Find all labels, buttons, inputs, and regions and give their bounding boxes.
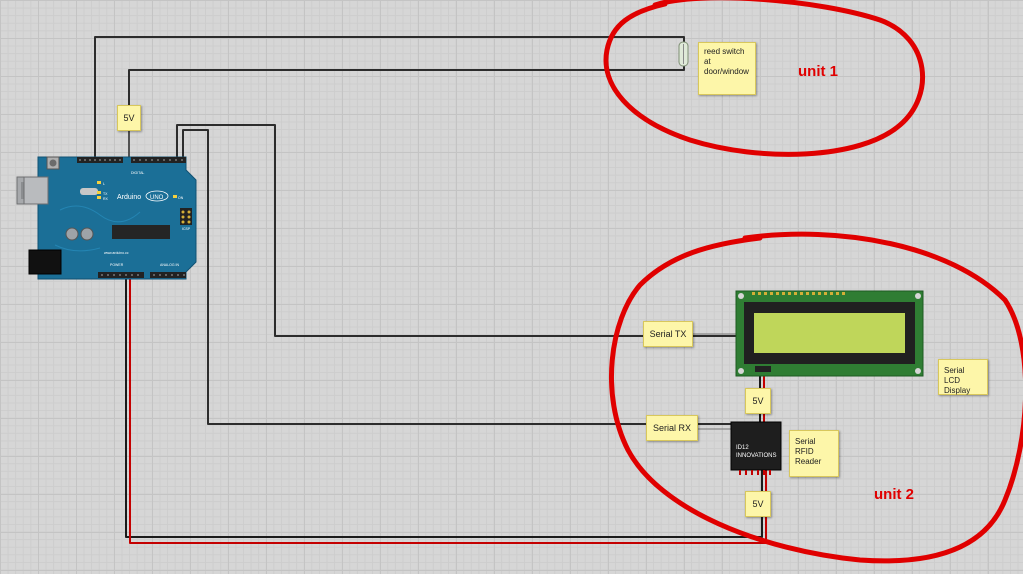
annotation-circles <box>603 0 1023 564</box>
reed-wire-a[interactable] <box>94 36 685 158</box>
crystal <box>80 188 98 195</box>
icsp-label: ICSP <box>182 227 191 231</box>
serial-rx-wire[interactable] <box>182 129 733 425</box>
rfid-reader-note[interactable]: Serial RFID Reader <box>789 430 839 477</box>
arduino-board <box>37 156 197 280</box>
tx-led-label: TX <box>103 192 108 196</box>
serial-rx-note[interactable]: Serial RX <box>646 415 698 441</box>
analog-label: ANALOG IN <box>160 263 180 267</box>
top-5v-note[interactable]: 5V <box>117 105 141 131</box>
vcc-wire[interactable] <box>129 272 767 544</box>
bottom-5v-note[interactable]: 5V <box>745 491 771 517</box>
rfid-pins <box>739 470 771 475</box>
rfid-reader[interactable]: ID12 INNOVATIONS <box>730 421 782 475</box>
lcd-mount-hole-2 <box>915 293 921 299</box>
power-label: POWER <box>110 263 124 267</box>
icsp-pin-3 <box>181 215 185 219</box>
board-trace-2 <box>54 244 101 252</box>
analog-header <box>150 272 186 278</box>
arduino-brand-text: Arduino <box>117 194 141 201</box>
uno-badge <box>145 190 169 202</box>
lcd-screen <box>754 313 905 353</box>
serial-lcd-note[interactable]: Serial LCD Display <box>938 359 988 395</box>
lcd-mount-hole-3 <box>738 368 744 374</box>
digital-pins <box>79 159 183 161</box>
serial-tx-note[interactable]: Serial TX <box>643 321 693 347</box>
usb-housing <box>23 176 49 205</box>
on-led-label: ON <box>178 196 184 200</box>
on-led <box>173 195 177 198</box>
l-led <box>97 181 101 184</box>
icsp-pin-1 <box>181 210 185 214</box>
serial-tx-wire[interactable] <box>176 124 748 337</box>
mid-5v-note[interactable]: 5V <box>745 388 771 414</box>
lcd-mount-hole-1 <box>738 293 744 299</box>
icsp-pin-5 <box>181 220 185 224</box>
unit1-label: unit 1 <box>798 63 838 80</box>
lcd-pins <box>752 292 845 295</box>
l-led-label: L <box>103 182 105 186</box>
rfid-chip-body <box>730 421 782 471</box>
lcd-mount-hole-4 <box>915 368 921 374</box>
serial-lcd[interactable] <box>735 290 924 377</box>
unit2-circle <box>609 231 1023 564</box>
wires <box>94 36 767 544</box>
rx-led-label: RX <box>103 197 109 201</box>
power-pins <box>101 274 185 276</box>
reed-wire-b[interactable] <box>128 62 685 158</box>
atmega-chip <box>112 225 170 239</box>
power-jack <box>28 249 62 275</box>
arduino-model-text: UNO <box>150 195 164 201</box>
icsp-pin-6 <box>187 220 191 224</box>
reset-button-cap <box>49 159 57 167</box>
rfid-chip-line2: INNOVATIONS <box>736 453 776 459</box>
icsp-pin-4 <box>187 215 191 219</box>
arduino-uno[interactable]: Arduino UNO www.arduino.cc DIGITAL POWER… <box>16 156 197 280</box>
lcd-serial-header <box>755 366 771 372</box>
ground-wire[interactable] <box>125 272 763 538</box>
icsp-pin-2 <box>187 210 191 214</box>
board-trace-1 <box>59 205 141 223</box>
capacitor-1 <box>65 227 79 241</box>
tx-led <box>97 191 101 194</box>
capacitor-2 <box>80 227 94 241</box>
arduino-website-text: www.arduino.cc <box>104 251 129 255</box>
rx-led <box>97 196 101 199</box>
unit1-circle <box>603 0 925 157</box>
reed-switch[interactable] <box>678 41 689 67</box>
unit2-label: unit 2 <box>874 486 914 503</box>
digital-label: DIGITAL <box>131 171 144 175</box>
reed-switch-note[interactable]: reed switch at door/window <box>698 42 756 95</box>
rfid-chip-line1: ID12 <box>736 445 749 451</box>
